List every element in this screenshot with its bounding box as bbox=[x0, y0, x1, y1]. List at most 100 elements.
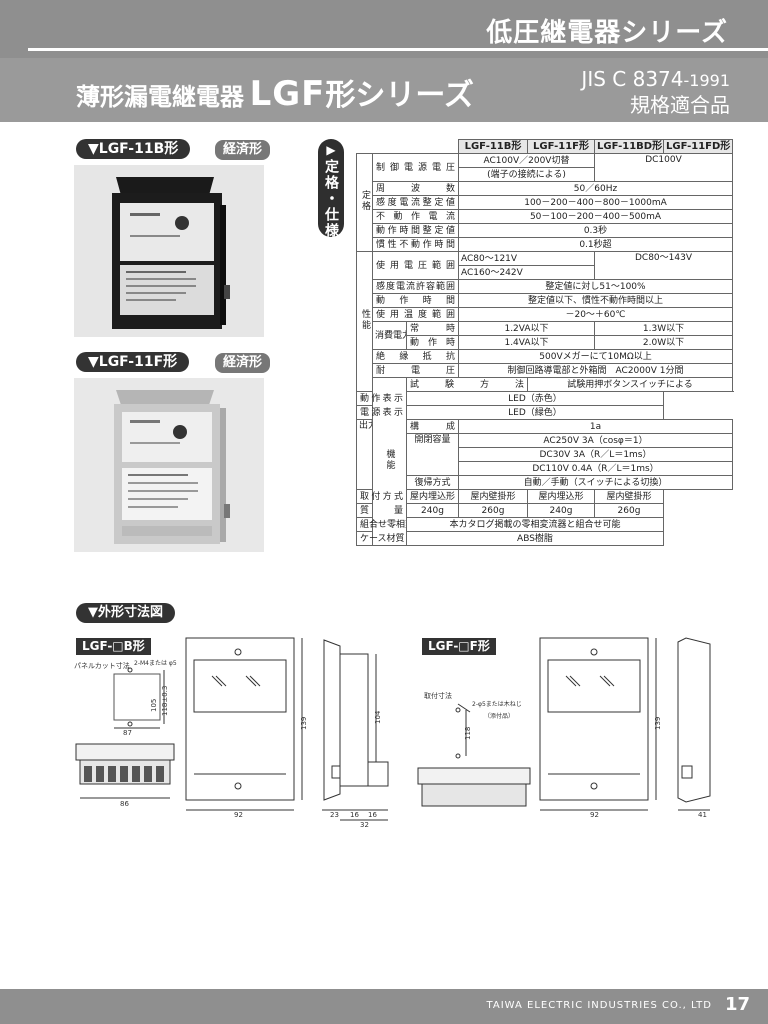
spec-table: LGF-11B形 LGF-11F形 LGF-11BD形 LGF-11FD形 定格… bbox=[356, 139, 733, 546]
table-row: 開閉容量 AC250V 3A（cosφ＝1） bbox=[357, 433, 733, 476]
row-label-power-normal: 常時 bbox=[406, 321, 459, 336]
product-title-suffix: 形シリーズ bbox=[325, 78, 474, 113]
product-title-jp: 薄形漏電継電器 bbox=[76, 83, 244, 111]
photo1-label: ▼LGF-11B形 bbox=[76, 139, 191, 159]
non-operating-value: 50－100－200－400－500mA bbox=[458, 209, 733, 224]
spec-tab-label: 定格・仕様 bbox=[323, 159, 339, 239]
table-row: 慣性不動作時間 0.1秒超 bbox=[357, 237, 733, 252]
table-row: 動作時間整定値 0.3秒 bbox=[357, 223, 733, 238]
b-type-label: LGF-□B形 bbox=[76, 638, 151, 655]
spec-section-tab: ▶ 定格・仕様 bbox=[318, 139, 344, 239]
table-row: 感度電流整定値 100－200－400－800－1000mA bbox=[357, 195, 733, 210]
dimensions-section-label: ▼外形寸法図 bbox=[76, 603, 175, 623]
spec-model-2: LGF-11F形 bbox=[527, 139, 595, 154]
zct-value: 本カタログ掲載の零相変流器と組合せ可能 bbox=[406, 517, 664, 532]
header-divider bbox=[28, 48, 768, 51]
row-label-case: ケース材質 bbox=[356, 531, 407, 546]
f-side-width: 41 bbox=[698, 811, 707, 819]
b-terminal-width: 86 bbox=[120, 800, 129, 808]
insulation-value: 500Vメガーにて10MΩ以上 bbox=[458, 349, 733, 364]
row-label-voltage-range: 使用電圧範囲 bbox=[372, 251, 459, 280]
table-row: 動作時間 整定値以下、慣性不動作時間以上 bbox=[357, 293, 733, 308]
table-row: 機能 試験方法 試験用押ボタンスイッチによる bbox=[357, 377, 733, 546]
row-label-sensitivity-tolerance: 感度電流許容範囲 bbox=[372, 279, 459, 294]
page-number: 17 bbox=[724, 994, 750, 1015]
test-method-value: 試験用押ボタンスイッチによる bbox=[527, 377, 733, 392]
row-label-inertia: 慣性不動作時間 bbox=[372, 237, 459, 252]
mounting-3: 屋内埋込形 bbox=[527, 489, 595, 504]
spec-model-3: LGF-11BD形 bbox=[594, 139, 664, 154]
power-operating-dc: 2.0W以下 bbox=[594, 335, 733, 350]
row-label-op-time: 動作時間 bbox=[372, 293, 459, 308]
mass-1: 240g bbox=[406, 503, 459, 518]
jis-standard-code: JIS C 8374 bbox=[581, 67, 684, 91]
voltage-range-ac2: AC160～242V bbox=[458, 265, 595, 280]
row-label-power-display: 電源表示 bbox=[356, 405, 407, 420]
capacity-v1: AC250V 3A（cosφ＝1） bbox=[458, 433, 733, 448]
table-row: 消費電力 常時 1.2VA以下 1.3W以下 bbox=[357, 321, 733, 350]
f-front-height: 139 bbox=[654, 717, 662, 730]
panel-cut-width: 87 bbox=[123, 729, 132, 737]
row-label-op-time-setting: 動作時間整定値 bbox=[372, 223, 459, 238]
reset-value: 自動／手動（スイッチによる切換） bbox=[458, 475, 733, 490]
voltage-range-dc: DC80～143V bbox=[594, 251, 733, 280]
photo2 bbox=[74, 378, 264, 552]
series-title: 低圧継電器シリーズ bbox=[486, 18, 728, 48]
mounting-1: 屋内埋込形 bbox=[406, 489, 459, 504]
row-label-mass: 質量 bbox=[356, 503, 407, 518]
capacity-v2: DC30V 3A（R／L＝1ms） bbox=[458, 447, 733, 462]
table-row: 取付方式 屋内埋込形 屋内壁掛形 屋内埋込形 屋内壁掛形 bbox=[356, 489, 733, 504]
row-label-supply-voltage: 制御電源電圧 bbox=[372, 153, 459, 182]
table-row: 使用温度範囲 －20～＋60℃ bbox=[357, 307, 733, 322]
table-row: 電源表示 LED（緑色） bbox=[356, 405, 733, 420]
power-operating-ac: 1.4VA以下 bbox=[458, 335, 595, 350]
mass-2: 260g bbox=[458, 503, 528, 518]
f-front-width: 92 bbox=[590, 811, 599, 819]
op-time-setting-value: 0.3秒 bbox=[458, 223, 733, 238]
sensitivity-value: 100－200－400－800－1000mA bbox=[458, 195, 733, 210]
spec-model-4: LGF-11FD形 bbox=[663, 139, 733, 154]
photo1 bbox=[74, 165, 264, 337]
table-row: ケース材質 ABS樹脂 bbox=[356, 531, 733, 546]
relay-gray-image bbox=[74, 378, 264, 552]
mounting-2: 屋内壁掛形 bbox=[458, 489, 528, 504]
temp-value: －20～＋60℃ bbox=[458, 307, 733, 322]
table-row: 絶縁抵抗 500Vメガーにて10MΩ以上 bbox=[357, 349, 733, 364]
supply-voltage-ac: AC100V／200V切替 bbox=[458, 153, 595, 168]
row-label-config: 構成 bbox=[406, 419, 459, 434]
f-type-label: LGF-□F形 bbox=[422, 638, 496, 655]
row-label-op-display: 動作表示 bbox=[356, 391, 407, 406]
b-type-drawing: パネルカット寸法 2-M4または φ5 87 105 118±0.3 86 92… bbox=[74, 637, 389, 829]
category-rating: 定格 bbox=[356, 153, 373, 252]
header-main-band bbox=[0, 58, 768, 122]
panel-cut-height-2: 118±0.3 bbox=[161, 686, 169, 716]
row-label-insulation: 絶縁抵抗 bbox=[372, 349, 459, 364]
config-value: 1a bbox=[458, 419, 733, 434]
row-label-sensitivity: 感度電流整定値 bbox=[372, 195, 459, 210]
row-label-frequency: 周波数 bbox=[372, 181, 459, 196]
jis-standard: JIS C 8374-1991 規格適合品 bbox=[581, 67, 730, 117]
row-label-power-operating: 動作時 bbox=[406, 335, 459, 350]
mount-screw: 2-φ5または木ねじ bbox=[472, 700, 522, 708]
power-normal-ac: 1.2VA以下 bbox=[458, 321, 595, 336]
table-row: 周波数 50／60Hz bbox=[357, 181, 733, 196]
b-side-w1: 23 bbox=[330, 811, 339, 819]
supply-voltage-dc: DC100V bbox=[594, 153, 733, 182]
panel-cut-height-1: 105 bbox=[150, 699, 158, 712]
photo2-label: ▼LGF-11F形 bbox=[76, 352, 190, 372]
table-row: 復帰方式 自動／手動（スイッチによる切換） bbox=[357, 475, 733, 490]
table-row: 耐電圧 制御回路導電部と外箱間 AC2000V 1分間 bbox=[357, 363, 733, 378]
spec-model-1: LGF-11B形 bbox=[458, 139, 528, 154]
power-display-value: LED（緑色） bbox=[406, 405, 664, 420]
table-row: 組合せ零相変流器 本カタログ掲載の零相変流器と組合せ可能 bbox=[356, 517, 733, 532]
supply-voltage-note: (端子の接続による) bbox=[458, 167, 595, 182]
table-row: 感度電流許容範囲 整定値に対し51～100% bbox=[357, 279, 733, 294]
op-time-value: 整定値以下、慣性不動作時間以上 bbox=[458, 293, 733, 308]
spec-tab-arrow: ▶ bbox=[326, 143, 336, 157]
case-value: ABS樹脂 bbox=[406, 531, 664, 546]
panel-cut-label: パネルカット寸法 bbox=[74, 661, 130, 670]
table-row: 動作時 1.4VA以下 2.0W以下 bbox=[357, 335, 733, 350]
relay-black-image bbox=[74, 165, 264, 337]
table-row: 質量 240g 260g 240g 260g bbox=[356, 503, 733, 518]
f-type-drawing: 取付寸法 2-φ5または木ねじ （添付品） 118 92 139 41 bbox=[417, 637, 711, 819]
